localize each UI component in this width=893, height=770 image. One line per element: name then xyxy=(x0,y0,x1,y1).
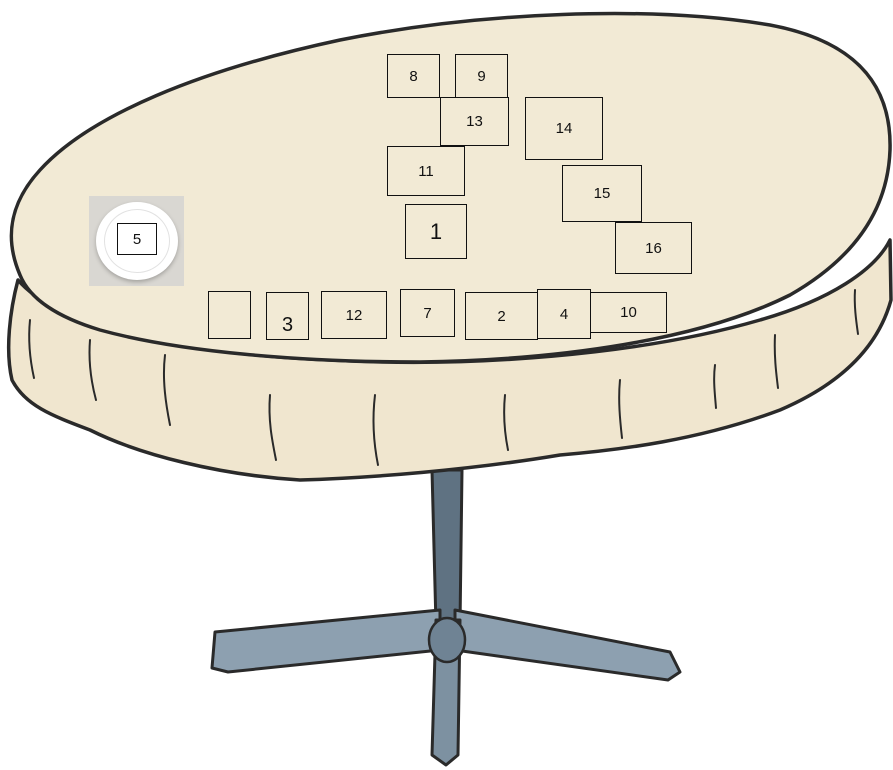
seat-box-9[interactable]: 9 xyxy=(455,54,508,98)
seat-box-1[interactable]: 1 xyxy=(405,204,467,259)
seat-box-14[interactable]: 14 xyxy=(525,97,603,160)
seat-box-12[interactable]: 12 xyxy=(321,291,387,339)
table-stem xyxy=(432,470,462,625)
seat-box-10[interactable]: 10 xyxy=(590,292,667,333)
seat-box-13[interactable]: 13 xyxy=(440,97,509,146)
table-base-right-leg xyxy=(455,610,680,680)
seat-box-7[interactable]: 7 xyxy=(400,289,455,337)
seat-box-5[interactable]: 5 xyxy=(117,223,157,255)
seat-box-8[interactable]: 8 xyxy=(387,54,440,98)
seat-box-3[interactable]: 3 xyxy=(266,292,309,340)
seat-box-16[interactable]: 16 xyxy=(615,222,692,274)
seat-box-15[interactable]: 15 xyxy=(562,165,642,222)
seat-box-4[interactable]: 4 xyxy=(537,289,591,339)
seat-box-11[interactable]: 11 xyxy=(387,146,465,196)
seat-box-blank[interactable] xyxy=(208,291,251,339)
seat-box-2[interactable]: 2 xyxy=(465,292,538,340)
table-base-hub xyxy=(429,618,465,662)
table-base-left-leg xyxy=(212,610,440,672)
